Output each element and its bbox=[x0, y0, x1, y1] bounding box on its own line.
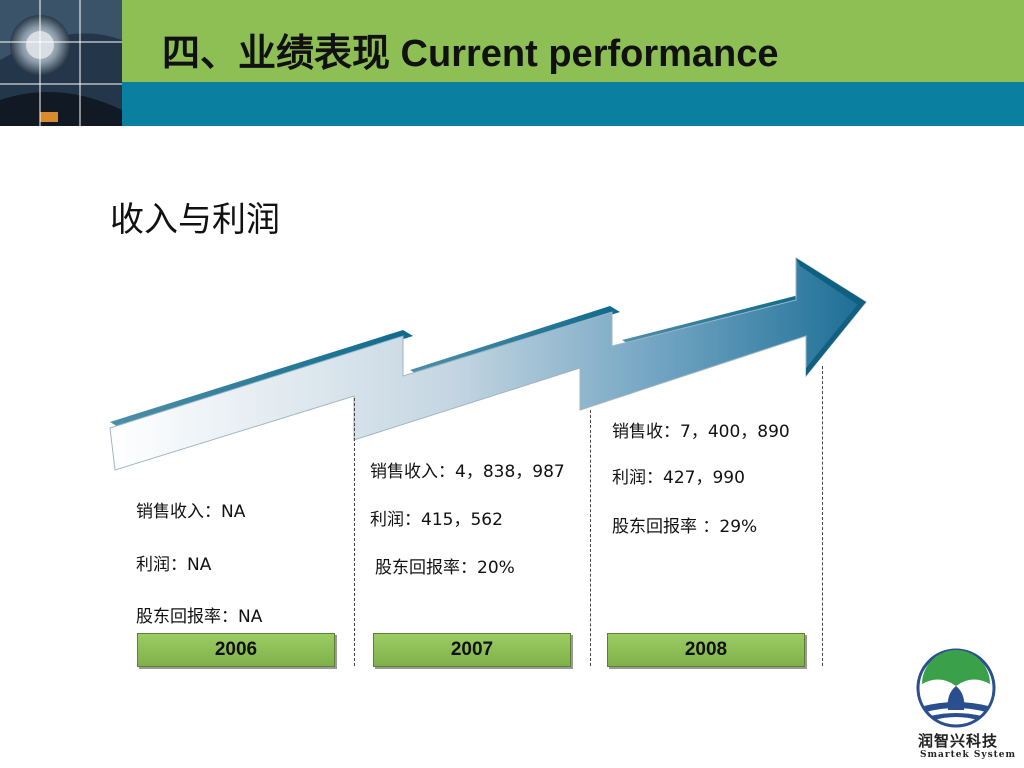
logo-name-cn: 润智兴科技 bbox=[918, 732, 999, 750]
divider-line-1 bbox=[354, 398, 355, 666]
sales-2008: 销售收：7，400，890 bbox=[612, 422, 790, 442]
header-blue-band bbox=[122, 82, 1024, 126]
year-label-2006: 2006 bbox=[137, 633, 335, 667]
year-label-2008: 2008 bbox=[607, 633, 805, 667]
profit-2007: 利润：415，562 bbox=[370, 510, 503, 530]
header-green-band bbox=[122, 0, 1024, 82]
profit-2006: 利润：NA bbox=[136, 555, 212, 575]
logo-name-en: Smartek System bbox=[920, 750, 1017, 760]
year-label-2007: 2007 bbox=[373, 633, 571, 667]
page-title: 四、业绩表现 Current performance bbox=[162, 33, 779, 75]
return-rate-2006: 股东回报率：NA bbox=[136, 607, 263, 627]
sales-2007: 销售收入：4，838，987 bbox=[370, 462, 565, 482]
profit-2008: 利润：427，990 bbox=[612, 468, 745, 488]
return-rate-2008: 股东回报率 ：29% bbox=[612, 517, 758, 537]
divider-line-3 bbox=[822, 366, 823, 666]
sales-2006: 销售收入：NA bbox=[136, 502, 246, 522]
return-rate-2007: 股东回报率：20% bbox=[375, 558, 515, 578]
company-logo-icon bbox=[916, 648, 996, 728]
divider-line-2 bbox=[590, 410, 591, 666]
section-subtitle: 收入与利润 bbox=[110, 200, 280, 240]
header-car-photo bbox=[0, 0, 122, 126]
